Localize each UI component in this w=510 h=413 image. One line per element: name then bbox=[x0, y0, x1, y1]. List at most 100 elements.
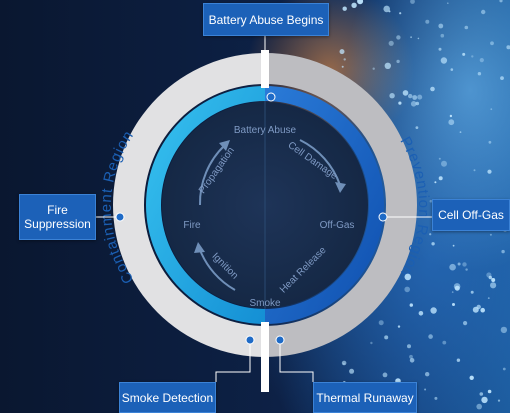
particle bbox=[372, 67, 375, 70]
top-divider bbox=[261, 50, 269, 88]
particle bbox=[471, 55, 474, 58]
particle bbox=[339, 49, 345, 55]
particle bbox=[384, 335, 389, 340]
particle bbox=[384, 62, 391, 69]
particle bbox=[491, 278, 496, 282]
particle bbox=[469, 375, 474, 380]
particle bbox=[476, 403, 483, 410]
particle bbox=[425, 19, 430, 24]
particle bbox=[430, 86, 435, 92]
particle bbox=[409, 358, 415, 363]
particle bbox=[410, 0, 415, 4]
particle bbox=[382, 372, 388, 378]
particle bbox=[410, 101, 417, 107]
particle bbox=[459, 131, 462, 134]
callout-smoke-detection: Smoke Detection bbox=[119, 382, 216, 413]
inner-ring-left bbox=[146, 86, 265, 324]
particle bbox=[412, 95, 418, 100]
particle bbox=[396, 35, 401, 40]
particle bbox=[404, 273, 412, 281]
particle bbox=[434, 396, 438, 400]
callout-battery-abuse-begins: Battery Abuse Begins bbox=[203, 3, 329, 36]
particle bbox=[378, 320, 384, 326]
arrow-left-lower bbox=[199, 249, 236, 291]
particle bbox=[452, 244, 455, 247]
bottom-divider bbox=[261, 322, 269, 392]
particle bbox=[408, 93, 413, 99]
connector-bottom-right bbox=[279, 340, 314, 382]
connector-dot-right bbox=[378, 212, 388, 222]
particle bbox=[457, 262, 461, 266]
particle bbox=[479, 392, 484, 396]
particle bbox=[429, 233, 432, 236]
connector-dot-left bbox=[115, 212, 125, 222]
particle bbox=[464, 25, 469, 30]
particle bbox=[417, 37, 420, 40]
particle bbox=[409, 354, 413, 359]
particle bbox=[472, 306, 479, 313]
particle bbox=[447, 2, 449, 4]
particle bbox=[463, 321, 468, 326]
particle bbox=[442, 340, 447, 345]
particle bbox=[497, 399, 501, 402]
particle bbox=[448, 119, 455, 126]
inner-ring-right bbox=[265, 86, 384, 324]
stage-battery-abuse: Battery Abuse bbox=[234, 125, 297, 136]
particle bbox=[480, 307, 486, 313]
particle-field bbox=[328, 0, 510, 413]
particle bbox=[425, 372, 430, 377]
particle bbox=[449, 114, 453, 118]
particle bbox=[481, 396, 488, 404]
particle bbox=[341, 65, 344, 68]
particle bbox=[488, 140, 492, 144]
particle bbox=[341, 360, 347, 366]
particle bbox=[470, 290, 474, 294]
particle bbox=[440, 57, 448, 64]
particle bbox=[407, 344, 411, 349]
particle bbox=[453, 283, 461, 290]
particle bbox=[389, 93, 395, 99]
connector-bottom-left bbox=[215, 340, 251, 382]
arrow-left-upper bbox=[198, 144, 226, 206]
connector-dot-bottom-left bbox=[245, 335, 255, 345]
connector-dot-bottom-right bbox=[275, 335, 285, 345]
particle bbox=[438, 47, 442, 51]
particle bbox=[462, 262, 467, 267]
particle bbox=[479, 58, 484, 63]
particle bbox=[418, 311, 424, 316]
particle bbox=[424, 388, 427, 391]
particle bbox=[438, 157, 441, 160]
particle bbox=[490, 282, 497, 289]
particle bbox=[431, 242, 435, 246]
outer-ring-right bbox=[265, 53, 417, 357]
arrowhead-left-lower bbox=[194, 242, 205, 253]
callout-cell-off-gas: Cell Off-Gas bbox=[432, 199, 510, 231]
particle bbox=[462, 52, 466, 56]
particle bbox=[430, 307, 437, 314]
particle bbox=[490, 108, 493, 111]
particle bbox=[388, 10, 391, 13]
connector-dot-top bbox=[266, 92, 276, 102]
particle bbox=[506, 45, 510, 50]
arrowhead-right-upper bbox=[335, 182, 346, 193]
particle bbox=[410, 36, 412, 39]
particle bbox=[499, 0, 503, 3]
stage-smoke: Smoke bbox=[249, 298, 281, 309]
particle bbox=[428, 334, 433, 339]
particle bbox=[415, 126, 419, 129]
particle bbox=[402, 90, 409, 96]
particle bbox=[500, 76, 504, 80]
particle bbox=[489, 233, 492, 236]
particle bbox=[438, 23, 444, 29]
particle bbox=[488, 275, 492, 280]
callout-thermal-runaway: Thermal Runaway bbox=[313, 382, 417, 413]
particle bbox=[397, 325, 401, 328]
particle bbox=[383, 5, 391, 13]
particle bbox=[396, 59, 400, 64]
arrow-right-upper bbox=[299, 139, 341, 186]
particle bbox=[486, 272, 492, 278]
particle bbox=[502, 367, 506, 371]
particle bbox=[487, 169, 492, 174]
